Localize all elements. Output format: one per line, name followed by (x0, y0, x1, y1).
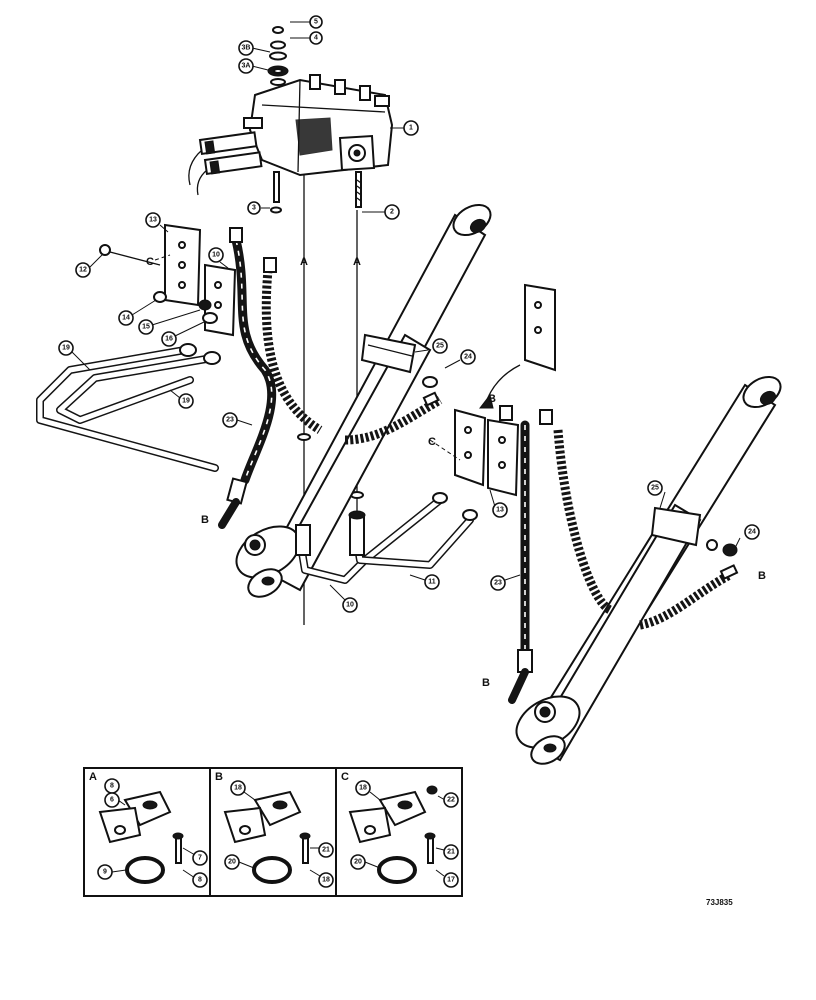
callout-19-left: 19 (58, 340, 91, 371)
callout-11-center: 11 (409, 574, 440, 590)
svg-text:18: 18 (322, 877, 330, 884)
svg-text:3: 3 (252, 205, 256, 212)
callout-10: 10 (208, 247, 229, 269)
svg-text:8: 8 (110, 783, 114, 790)
svg-text:25: 25 (651, 485, 659, 492)
callout-10-center: 10 (329, 584, 358, 613)
svg-text:22: 22 (447, 797, 455, 804)
callout-4: 4 (290, 31, 323, 45)
svg-text:12: 12 (79, 267, 87, 274)
svg-text:8: 8 (198, 877, 202, 884)
callout-24-left: 24 (444, 349, 476, 369)
svg-text:5: 5 (314, 19, 318, 26)
callout-23-right: 23 (490, 574, 521, 591)
callout-3a: 3A (238, 58, 269, 74)
svg-text:16: 16 (165, 336, 173, 343)
control-valve (188, 26, 394, 196)
hoses (218, 227, 739, 704)
svg-text:13: 13 (149, 217, 157, 224)
letter-b-lower: B (482, 677, 490, 689)
callout-24-right: 24 (734, 524, 760, 549)
flow-letters: A A B B B B C C (146, 256, 766, 689)
callout-14: 14 (118, 299, 157, 326)
callout-12: 12 (75, 254, 103, 278)
letter-b-right: B (758, 570, 766, 582)
callout-13-right: 13 (489, 489, 508, 518)
svg-text:13: 13 (496, 507, 504, 514)
svg-text:21: 21 (322, 847, 330, 854)
svg-text:20: 20 (354, 859, 362, 866)
svg-text:6: 6 (110, 797, 114, 804)
svg-text:A: A (89, 771, 97, 783)
letter-c-left: C (146, 256, 154, 268)
svg-text:20: 20 (228, 859, 236, 866)
svg-text:3A: 3A (242, 63, 251, 70)
svg-text:9: 9 (103, 869, 107, 876)
callout-15: 15 (138, 309, 201, 335)
figure-code: 73J835 (706, 898, 733, 907)
callout-16: 16 (161, 321, 205, 347)
callout-3: 3 (247, 201, 270, 215)
inset-c: C 18 20 22 21 17 (341, 771, 459, 888)
svg-text:1: 1 (409, 125, 413, 132)
svg-text:10: 10 (212, 252, 220, 259)
svg-text:23: 23 (226, 417, 234, 424)
callout-13: 13 (145, 212, 169, 233)
callout-5: 5 (290, 15, 323, 29)
callout-25-right: 25 (647, 480, 666, 509)
svg-text:C: C (341, 771, 349, 783)
letter-c-right: C (428, 436, 436, 448)
valve-mount-bolts (270, 171, 362, 214)
svg-text:23: 23 (494, 580, 502, 587)
svg-text:17: 17 (447, 877, 455, 884)
svg-text:10: 10 (346, 602, 354, 609)
svg-text:18: 18 (234, 785, 242, 792)
svg-text:B: B (215, 771, 223, 783)
letter-a-left: A (300, 256, 308, 268)
svg-text:19: 19 (182, 398, 190, 405)
letter-b-left: B (201, 514, 209, 526)
svg-text:25: 25 (436, 343, 444, 350)
svg-text:15: 15 (142, 324, 150, 331)
left-lift-cylinder (235, 203, 492, 598)
svg-text:24: 24 (464, 354, 472, 361)
callout-23-left: 23 (222, 412, 253, 428)
letter-a-right: A (353, 256, 361, 268)
svg-text:2: 2 (390, 209, 394, 216)
steel-tubes (36, 343, 478, 584)
callout-labels: 5 4 3B 3A 1 3 2 13 12 10 14 15 16 19 19 … (58, 15, 760, 613)
svg-text:21: 21 (447, 849, 455, 856)
svg-text:24: 24 (748, 529, 756, 536)
letter-b-center: B (488, 393, 496, 405)
svg-text:11: 11 (428, 579, 436, 586)
flange-detail-insets: A 8 6 9 7 8 B 18 20 21 18 (83, 767, 463, 897)
right-lift-cylinder (515, 375, 782, 765)
callout-1: 1 (390, 120, 419, 136)
callout-19-lower: 19 (169, 389, 194, 409)
svg-text:7: 7 (198, 855, 202, 862)
svg-text:19: 19 (62, 345, 70, 352)
callout-3b: 3B (238, 40, 271, 56)
svg-text:3B: 3B (242, 45, 251, 52)
svg-text:14: 14 (122, 315, 130, 322)
callout-25-left: 25 (414, 338, 448, 354)
mounting-plates (99, 223, 738, 557)
inset-a: A 8 6 9 7 8 (89, 771, 208, 888)
callout-2: 2 (362, 204, 400, 220)
svg-text:4: 4 (314, 35, 318, 42)
svg-text:18: 18 (359, 785, 367, 792)
inset-b: B 18 20 21 18 (215, 771, 334, 888)
